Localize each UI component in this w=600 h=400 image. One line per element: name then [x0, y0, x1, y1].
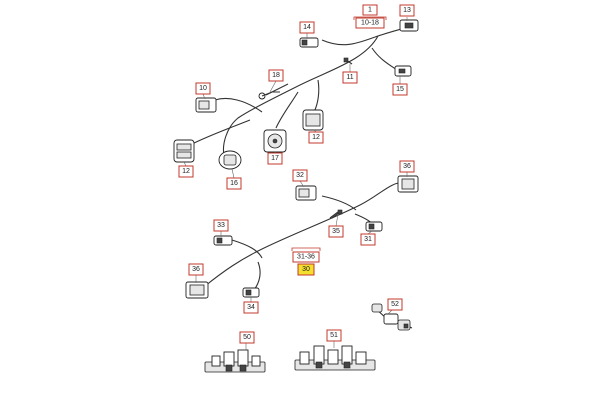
connector-17	[263, 129, 287, 153]
connector-16	[218, 150, 242, 170]
callout-12-left: 12	[178, 165, 194, 178]
callout-33-text: 33	[217, 222, 225, 229]
callout-15: 15	[392, 83, 408, 96]
callout-10-18-text: 10-18	[361, 20, 379, 27]
connector-12-right	[302, 109, 324, 131]
callout-36-right-text: 36	[403, 163, 411, 170]
callout-36-left-text: 36	[192, 266, 200, 273]
upper-wire-to-12a	[189, 119, 251, 146]
callout-10: 10	[195, 82, 211, 95]
callout-16: 16	[226, 177, 242, 190]
callout-34-text: 34	[247, 304, 255, 311]
connector-12-left	[173, 139, 195, 163]
callout-1-text: 1	[368, 7, 372, 14]
connector-32	[295, 185, 317, 201]
callout-35-text: 35	[332, 228, 340, 235]
clip-18	[258, 91, 280, 100]
connector-34	[242, 287, 260, 298]
callout-52: 52	[387, 298, 403, 311]
lower-wire-to-35	[329, 211, 339, 219]
bracket-10-18	[353, 16, 387, 20]
upper-main-wire	[321, 27, 406, 46]
callout-32: 32	[292, 169, 308, 182]
callout-52-text: 52	[391, 301, 399, 308]
upper-trunk-wire	[222, 35, 379, 156]
callout-13-text: 13	[403, 7, 411, 14]
callout-11: 11	[342, 71, 358, 84]
part-51-assembly	[294, 345, 376, 371]
callout-14-text: 14	[303, 24, 311, 31]
connector-33	[213, 235, 233, 246]
callout-13: 13	[399, 4, 415, 17]
upper-wire-to-10	[214, 97, 263, 113]
lower-main-wire	[204, 181, 406, 287]
pin-35	[331, 209, 343, 219]
connector-36-left	[185, 281, 209, 299]
connector-15	[394, 65, 412, 77]
connector-36-right	[397, 175, 419, 193]
callout-12-right: 12	[308, 131, 324, 144]
callout-30-text: 30	[302, 266, 310, 273]
callout-32-text: 32	[296, 172, 304, 179]
callout-10-text: 10	[199, 85, 207, 92]
callout-12-left-text: 12	[182, 168, 190, 175]
bracket-31-36	[291, 247, 321, 251]
lower-wire-to-32	[321, 195, 357, 211]
callout-11-text: 11	[346, 74, 353, 81]
callout-35: 35	[328, 225, 344, 238]
connector-10	[195, 97, 217, 113]
upper-harness-assembly	[173, 19, 419, 170]
callout-51: 51	[326, 329, 342, 342]
leader-lines	[183, 17, 408, 350]
upper-wire-to-12b	[313, 79, 320, 113]
callout-18-text: 18	[272, 72, 280, 79]
callout-36-left: 36	[188, 263, 204, 276]
lower-harness-assembly	[185, 175, 419, 299]
lower-wire-to-34	[253, 261, 261, 291]
callout-31-text: 31	[364, 236, 372, 243]
callout-34: 34	[243, 301, 259, 314]
connector-14	[299, 37, 319, 48]
pin-11	[343, 57, 353, 65]
callout-10-18: 10-18	[355, 17, 385, 29]
callout-33: 33	[213, 219, 229, 232]
callout-17-text: 17	[271, 155, 279, 162]
callout-50-text: 50	[243, 334, 251, 341]
callout-12-right-text: 12	[312, 134, 320, 141]
lower-wire-to-33	[231, 239, 263, 259]
callout-51-text: 51	[330, 332, 338, 339]
connector-13	[399, 19, 419, 32]
callout-30: 30	[297, 263, 315, 276]
callout-14: 14	[299, 21, 315, 34]
part-52-assembly	[371, 303, 413, 331]
callout-1: 1	[362, 4, 378, 16]
callout-15-text: 15	[396, 86, 404, 93]
connector-31	[365, 221, 383, 232]
callout-50: 50	[239, 331, 255, 344]
callout-16-text: 16	[230, 180, 238, 187]
callout-31-36-text: 31-36	[297, 254, 315, 261]
callout-36-right: 36	[399, 160, 415, 173]
callout-17: 17	[267, 152, 283, 165]
part-50-assembly	[204, 349, 266, 373]
upper-wire-to-17	[275, 91, 299, 129]
callout-31-36: 31-36	[292, 251, 320, 263]
callout-31: 31	[360, 233, 376, 246]
callout-18: 18	[268, 69, 284, 82]
